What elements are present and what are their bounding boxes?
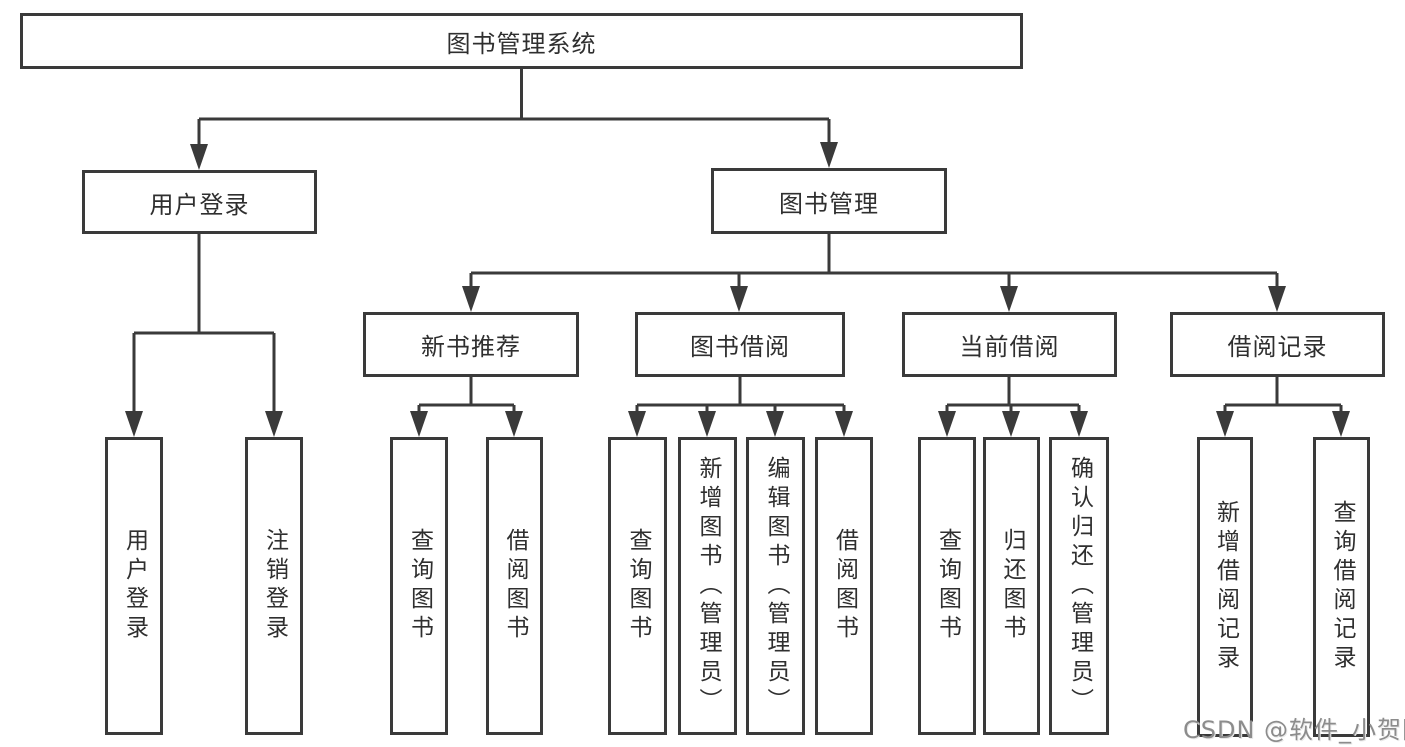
node-borrowing-records: 借阅记录 — [1170, 312, 1385, 377]
leaf-logout: 注销登录 — [245, 437, 303, 735]
leaf-query-books-current-label: 查询图书 — [934, 528, 961, 644]
leaf-add-borrow-record-label: 新增借阅记录 — [1212, 500, 1239, 674]
leaf-return-books: 归还图书 — [983, 437, 1040, 735]
leaf-confirm-return-admin: 确认归还（管理员） — [1049, 437, 1109, 735]
node-user-login: 用户登录 — [82, 170, 317, 234]
leaf-borrow-books-recommend: 借阅图书 — [486, 437, 543, 735]
leaf-user-login: 用户登录 — [105, 437, 163, 735]
node-current-borrowing: 当前借阅 — [902, 312, 1117, 377]
leaf-query-books-borrowing-label: 查询图书 — [625, 528, 651, 644]
node-book-borrowing: 图书借阅 — [635, 312, 845, 377]
node-library-management-system: 图书管理系统 — [20, 13, 1023, 69]
leaf-query-borrow-record-label: 查询借阅记录 — [1329, 500, 1355, 674]
leaf-edit-books-admin: 编辑图书（管理员） — [746, 437, 805, 735]
leaf-query-books-borrowing: 查询图书 — [608, 437, 667, 735]
leaf-query-books-current: 查询图书 — [918, 437, 976, 735]
node-new-book-recommendation: 新书推荐 — [363, 312, 579, 377]
leaf-add-borrow-record: 新增借阅记录 — [1197, 437, 1253, 737]
leaf-borrow-books-borrowing: 借阅图书 — [815, 437, 873, 735]
leaf-confirm-return-admin-label: 确认归还（管理员） — [1066, 455, 1093, 717]
leaf-user-login-label: 用户登录 — [121, 528, 148, 644]
node-book-management: 图书管理 — [711, 168, 947, 234]
leaf-borrow-books-borrowing-label: 借阅图书 — [831, 528, 858, 644]
leaf-return-books-label: 归还图书 — [999, 528, 1025, 644]
watermark-csdn: CSDN @软件_小贺同学 — [1183, 716, 1405, 744]
leaf-edit-books-admin-label: 编辑图书（管理员） — [763, 455, 789, 717]
leaf-query-books-recommend: 查询图书 — [390, 437, 448, 735]
leaf-query-books-recommend-label: 查询图书 — [406, 528, 433, 644]
leaf-logout-label: 注销登录 — [261, 528, 288, 644]
leaf-query-borrow-record: 查询借阅记录 — [1313, 437, 1370, 737]
leaf-add-books-admin: 新增图书（管理员） — [678, 437, 737, 735]
leaf-borrow-books-recommend-label: 借阅图书 — [502, 528, 528, 644]
leaf-add-books-admin-label: 新增图书（管理员） — [695, 455, 721, 717]
